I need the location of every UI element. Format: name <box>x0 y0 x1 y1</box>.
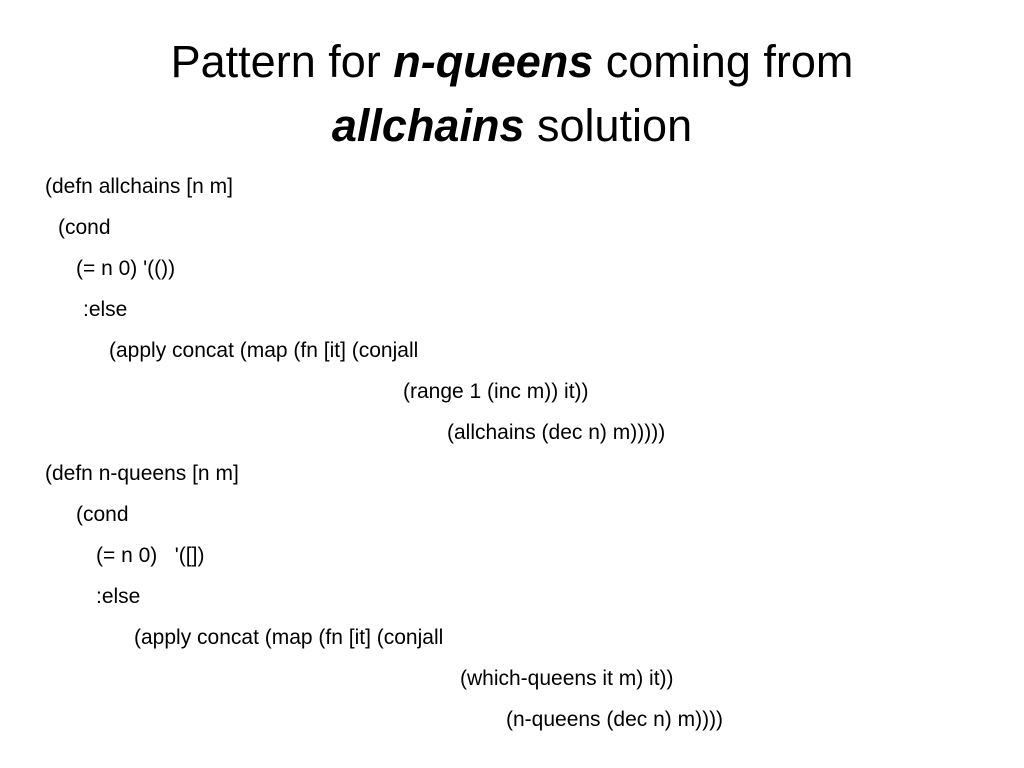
title-line-1: Pattern for n-queens coming from <box>0 30 1024 94</box>
title-emphasis-n-queens: n-queens <box>393 36 594 87</box>
title-emphasis-allchains: allchains <box>331 100 525 151</box>
code-block: (defn allchains [n m] (cond (= n 0) '(()… <box>0 166 1024 746</box>
title-line-2-post: solution <box>524 100 693 151</box>
code-line: (defn allchains [n m] <box>45 175 233 198</box>
code-line: (= n 0) '([]) <box>96 544 205 567</box>
code-line: (allchains (dec n) m))))) <box>447 421 666 444</box>
slide-title: Pattern for n-queens coming from allchai… <box>0 30 1024 158</box>
title-line-2: allchains solution <box>0 94 1024 158</box>
code-line: (apply concat (map (fn [it] (conjall <box>109 339 419 362</box>
code-line: :else <box>96 585 141 608</box>
title-line-1-post: coming from <box>593 36 854 87</box>
title-line-1-pre: Pattern for <box>170 36 394 87</box>
code-line: (cond <box>58 216 111 239</box>
code-line: (= n 0) '(()) <box>76 257 176 280</box>
code-line: :else <box>83 298 128 321</box>
code-line: (n-queens (dec n) m)))) <box>506 708 724 731</box>
code-line: (cond <box>76 503 129 526</box>
code-line: (apply concat (map (fn [it] (conjall <box>134 626 444 649</box>
code-line: (which-queens it m) it)) <box>460 667 674 690</box>
code-line: (range 1 (inc m)) it)) <box>403 380 589 403</box>
code-line: (defn n-queens [n m] <box>45 462 239 485</box>
